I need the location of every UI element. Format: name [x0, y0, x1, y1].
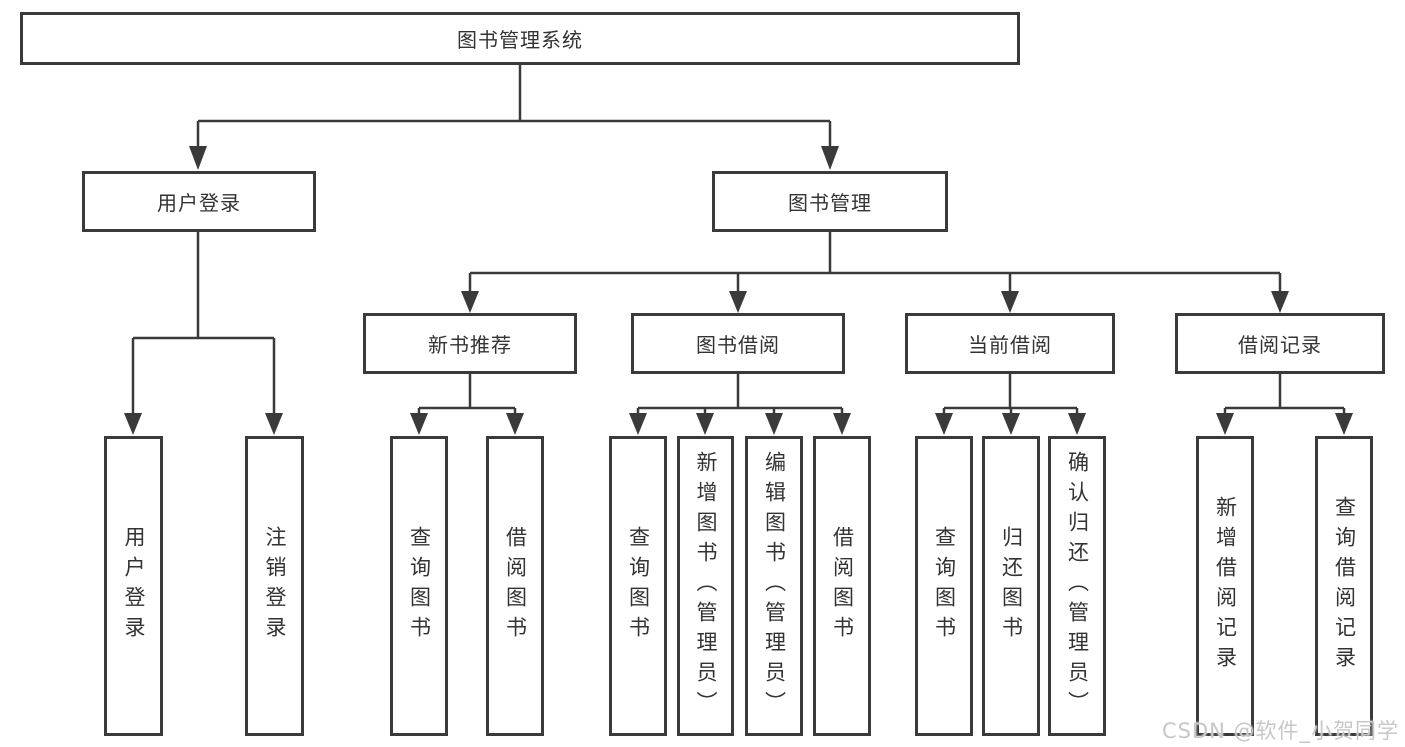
leaf-recommend-query-books: 查询图书 [390, 436, 448, 736]
node-label: 新增图书（管理员） [694, 451, 718, 721]
node-label: 新增借阅记录 [1213, 496, 1238, 676]
node-label: 编辑图书（管理员） [762, 451, 787, 721]
node-library-management-system: 图书管理系统 [20, 12, 1020, 65]
node-label: 借阅记录 [1238, 333, 1322, 357]
node-label: 图书管理系统 [457, 28, 583, 52]
node-label: 用户登录 [122, 526, 146, 646]
leaf-borrow-query-books: 查询图书 [609, 436, 667, 736]
csdn-watermark: CSDN @软件_小贺同学 [1162, 719, 1400, 743]
node-book-management: 图书管理 [712, 171, 948, 232]
leaf-records-query-record: 查询借阅记录 [1315, 436, 1373, 736]
leaf-current-query-books: 查询图书 [915, 436, 973, 736]
node-book-borrow: 图书借阅 [631, 313, 845, 374]
node-label: 查询图书 [407, 526, 432, 646]
leaf-records-add-record: 新增借阅记录 [1196, 436, 1254, 736]
node-label: 新书推荐 [428, 333, 512, 357]
node-label: 查询图书 [626, 526, 651, 646]
leaf-current-confirm-return-admin: 确认归还（管理员） [1048, 436, 1106, 736]
leaf-borrow-borrow-books: 借阅图书 [813, 436, 871, 736]
node-borrow-records: 借阅记录 [1175, 313, 1385, 374]
node-label: 当前借阅 [968, 333, 1052, 357]
node-label: 图书管理 [788, 191, 872, 215]
node-label: 注销登录 [263, 526, 287, 646]
node-label: 借阅图书 [830, 526, 855, 646]
leaf-recommend-borrow-books: 借阅图书 [486, 436, 544, 736]
node-current-borrow: 当前借阅 [905, 313, 1115, 374]
node-label: 归还图书 [999, 526, 1024, 646]
node-label: 确认归还（管理员） [1065, 451, 1090, 721]
leaf-user-login: 用户登录 [104, 436, 163, 736]
leaf-borrow-edit-books-admin: 编辑图书（管理员） [745, 436, 803, 736]
node-new-book-recommend: 新书推荐 [363, 313, 577, 374]
leaf-logout: 注销登录 [245, 436, 304, 736]
leaf-borrow-add-books-admin: 新增图书（管理员） [677, 436, 734, 736]
node-user-login: 用户登录 [82, 171, 316, 232]
node-label: 查询图书 [932, 526, 957, 646]
node-label: 图书借阅 [696, 333, 780, 357]
node-label: 借阅图书 [503, 526, 528, 646]
leaf-current-return-books: 归还图书 [982, 436, 1040, 736]
node-label: 用户登录 [157, 191, 241, 215]
node-label: 查询借阅记录 [1332, 496, 1357, 676]
